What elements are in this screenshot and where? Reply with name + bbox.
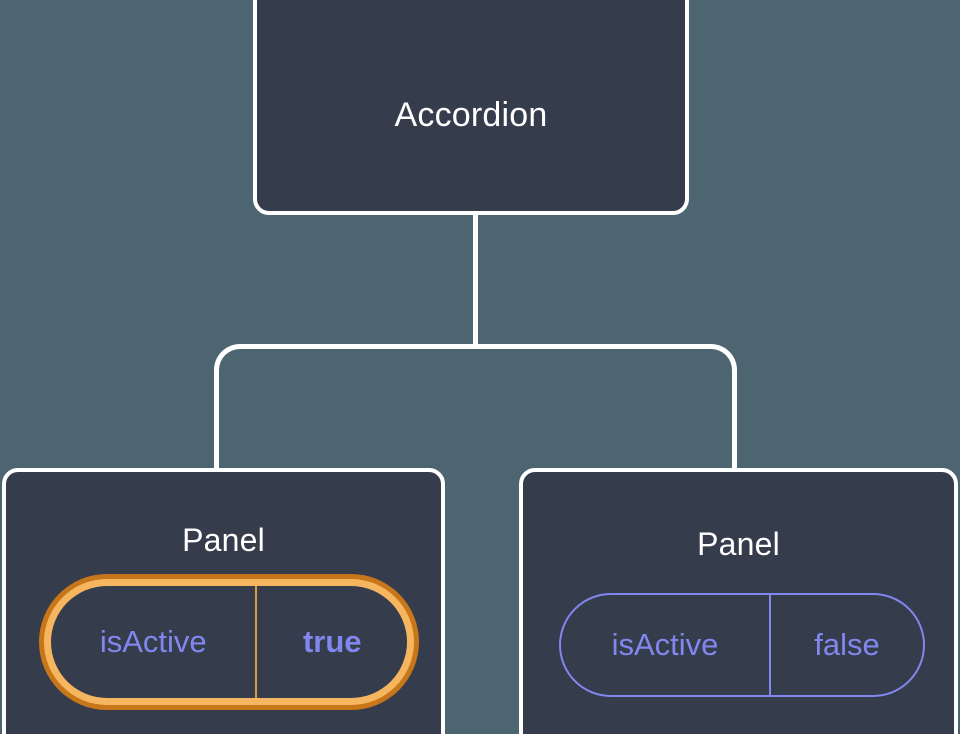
- node-accordion-label: Accordion: [394, 96, 548, 134]
- prop-pill-isactive-false[interactable]: isActive false: [559, 593, 925, 697]
- prop-value-true: true: [302, 624, 362, 659]
- node-accordion[interactable]: Accordion: [253, 0, 689, 215]
- node-panel-inactive[interactable]: Panel isActive false: [519, 468, 958, 734]
- node-panel-inactive-label: Panel: [697, 526, 780, 562]
- prop-key-isactive: isActive: [51, 586, 258, 698]
- node-panel-active-label: Panel: [182, 522, 265, 558]
- connector-root-trunk: [473, 213, 478, 347]
- prop-pill-isactive-true[interactable]: isActive true: [39, 574, 419, 710]
- prop-key-isactive: isActive: [561, 595, 771, 695]
- prop-pill-body: isActive true: [51, 586, 407, 698]
- node-panel-active[interactable]: Panel isActive true: [2, 468, 445, 734]
- connector-branch-bar: [214, 344, 737, 470]
- prop-value-false: false: [814, 627, 880, 662]
- prop-pill-highlight-ring: isActive true: [44, 579, 414, 705]
